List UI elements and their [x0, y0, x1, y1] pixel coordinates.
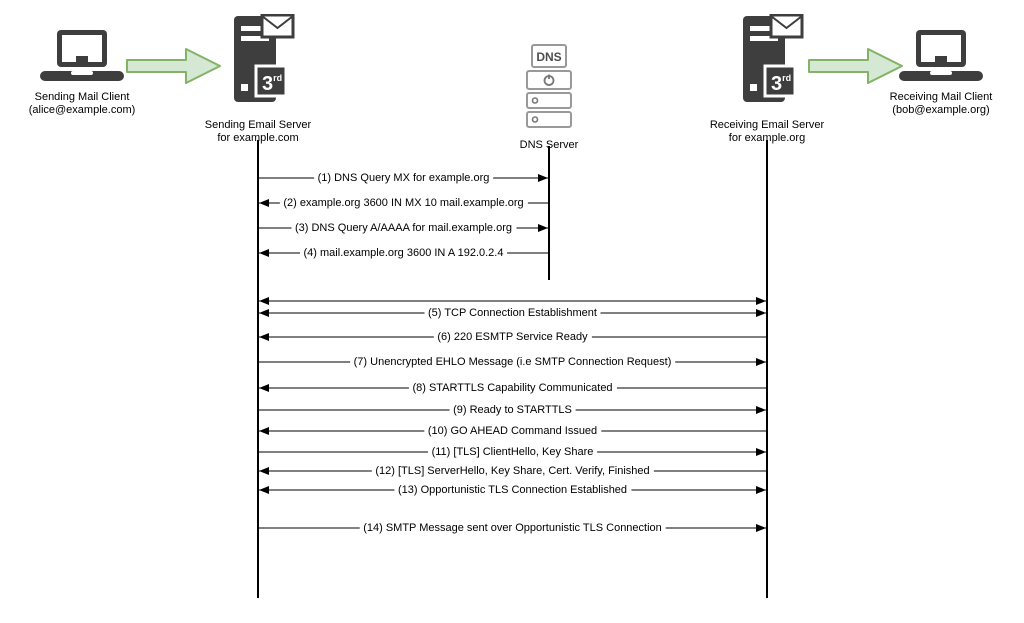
actor-label-line2: for example.org [728, 132, 806, 144]
lifeline-receiving-server [766, 140, 768, 598]
svg-text:3rd: 3rd [262, 73, 282, 95]
message-arrow: (10) GO AHEAD Command Issued [258, 425, 767, 437]
third-party-badge: 3rd [763, 64, 797, 98]
message-arrow: (11) [TLS] ClientHello, Key Share [258, 446, 767, 458]
message-arrow: (13) Opportunistic TLS Connection Establ… [258, 484, 767, 496]
mail-server-icon: 3rd [743, 14, 804, 102]
message-arrow: (14) SMTP Message sent over Opportunisti… [258, 522, 767, 534]
message-label: (7) Unencrypted EHLO Message (i.e SMTP C… [349, 356, 676, 368]
actor-label: DNS Server [479, 139, 619, 152]
laptop-icon [899, 30, 983, 81]
message-label: (8) STARTTLS Capability Communicated [408, 382, 617, 394]
actor-label: Sending Mail Client (alice@example.com) [12, 91, 152, 117]
actor-label-line2: (alice@example.com) [28, 104, 136, 116]
actor-label: Sending Email Server for example.com [188, 119, 328, 145]
actor-dns-server: DNS DNS Server [479, 44, 619, 152]
message-label: (11) [TLS] ClientHello, Key Share [427, 446, 598, 458]
actor-label-line1: Receiving Email Server [709, 119, 825, 131]
message-arrow: (5) TCP Connection Establishment [258, 307, 767, 319]
message-label: (12) [TLS] ServerHello, Key Share, Cert.… [371, 465, 654, 477]
power-icon [543, 74, 555, 86]
message-label: (4) mail.example.org 3600 IN A 192.0.2.4 [299, 247, 508, 259]
envelope-icon [769, 14, 804, 39]
message-arrow: (2) example.org 3600 IN MX 10 mail.examp… [258, 197, 549, 209]
svg-text:3rd: 3rd [771, 73, 791, 95]
message-label: (3) DNS Query A/AAAA for mail.example.or… [290, 222, 517, 234]
flow-arrow-icon [808, 48, 903, 84]
actor-sending-email-server: 3rd Sending Email Server for example.com [188, 14, 328, 145]
lifeline-dns-server [548, 146, 550, 280]
actor-label-line1: DNS Server [519, 139, 579, 151]
lifeline-sending-server [257, 140, 259, 598]
actor-label-line2: for example.com [217, 132, 299, 144]
actor-label: Receiving Mail Client (bob@example.org) [871, 91, 1011, 117]
flow-arrow-icon [126, 48, 221, 84]
actor-receiving-mail-client: Receiving Mail Client (bob@example.org) [871, 30, 1011, 117]
message-arrow: (7) Unencrypted EHLO Message (i.e SMTP C… [258, 356, 767, 368]
mail-server-icon: 3rd [234, 14, 295, 102]
envelope-icon [260, 14, 295, 39]
message-label: (5) TCP Connection Establishment [424, 307, 601, 319]
actor-sending-mail-client: Sending Mail Client (alice@example.com) [12, 30, 152, 117]
actor-label-line1: Sending Mail Client [34, 91, 130, 103]
third-party-badge: 3rd [254, 64, 288, 98]
actor-receiving-email-server: 3rd Receiving Email Server for example.o… [697, 14, 837, 145]
message-label: (13) Opportunistic TLS Connection Establ… [393, 484, 632, 496]
message-arrow: (9) Ready to STARTTLS [258, 404, 767, 416]
message-arrow: (6) 220 ESMTP Service Ready [258, 331, 767, 343]
actor-label-line1: Receiving Mail Client [889, 91, 993, 103]
message-label: (2) example.org 3600 IN MX 10 mail.examp… [279, 197, 528, 209]
actor-label: Receiving Email Server for example.org [697, 119, 837, 145]
laptop-icon [40, 30, 124, 81]
svg-text:DNS: DNS [536, 50, 561, 64]
message-arrow: (12) [TLS] ServerHello, Key Share, Cert.… [258, 465, 767, 477]
message-label: (10) GO AHEAD Command Issued [423, 425, 602, 437]
dns-server-icon: DNS [526, 44, 572, 128]
message-line [258, 295, 767, 307]
actor-label-line1: Sending Email Server [204, 119, 312, 131]
message-label: (9) Ready to STARTTLS [449, 404, 576, 416]
message-label: (14) SMTP Message sent over Opportunisti… [359, 522, 666, 534]
actor-label-line2: (bob@example.org) [892, 104, 990, 116]
message-arrow: (8) STARTTLS Capability Communicated [258, 382, 767, 394]
message-arrow: (1) DNS Query MX for example.org [258, 172, 549, 184]
message-label: (6) 220 ESMTP Service Ready [433, 331, 592, 343]
message-label: (1) DNS Query MX for example.org [313, 172, 494, 184]
message-arrow: (4) mail.example.org 3600 IN A 192.0.2.4 [258, 247, 549, 259]
message-arrow: (3) DNS Query A/AAAA for mail.example.or… [258, 222, 549, 234]
